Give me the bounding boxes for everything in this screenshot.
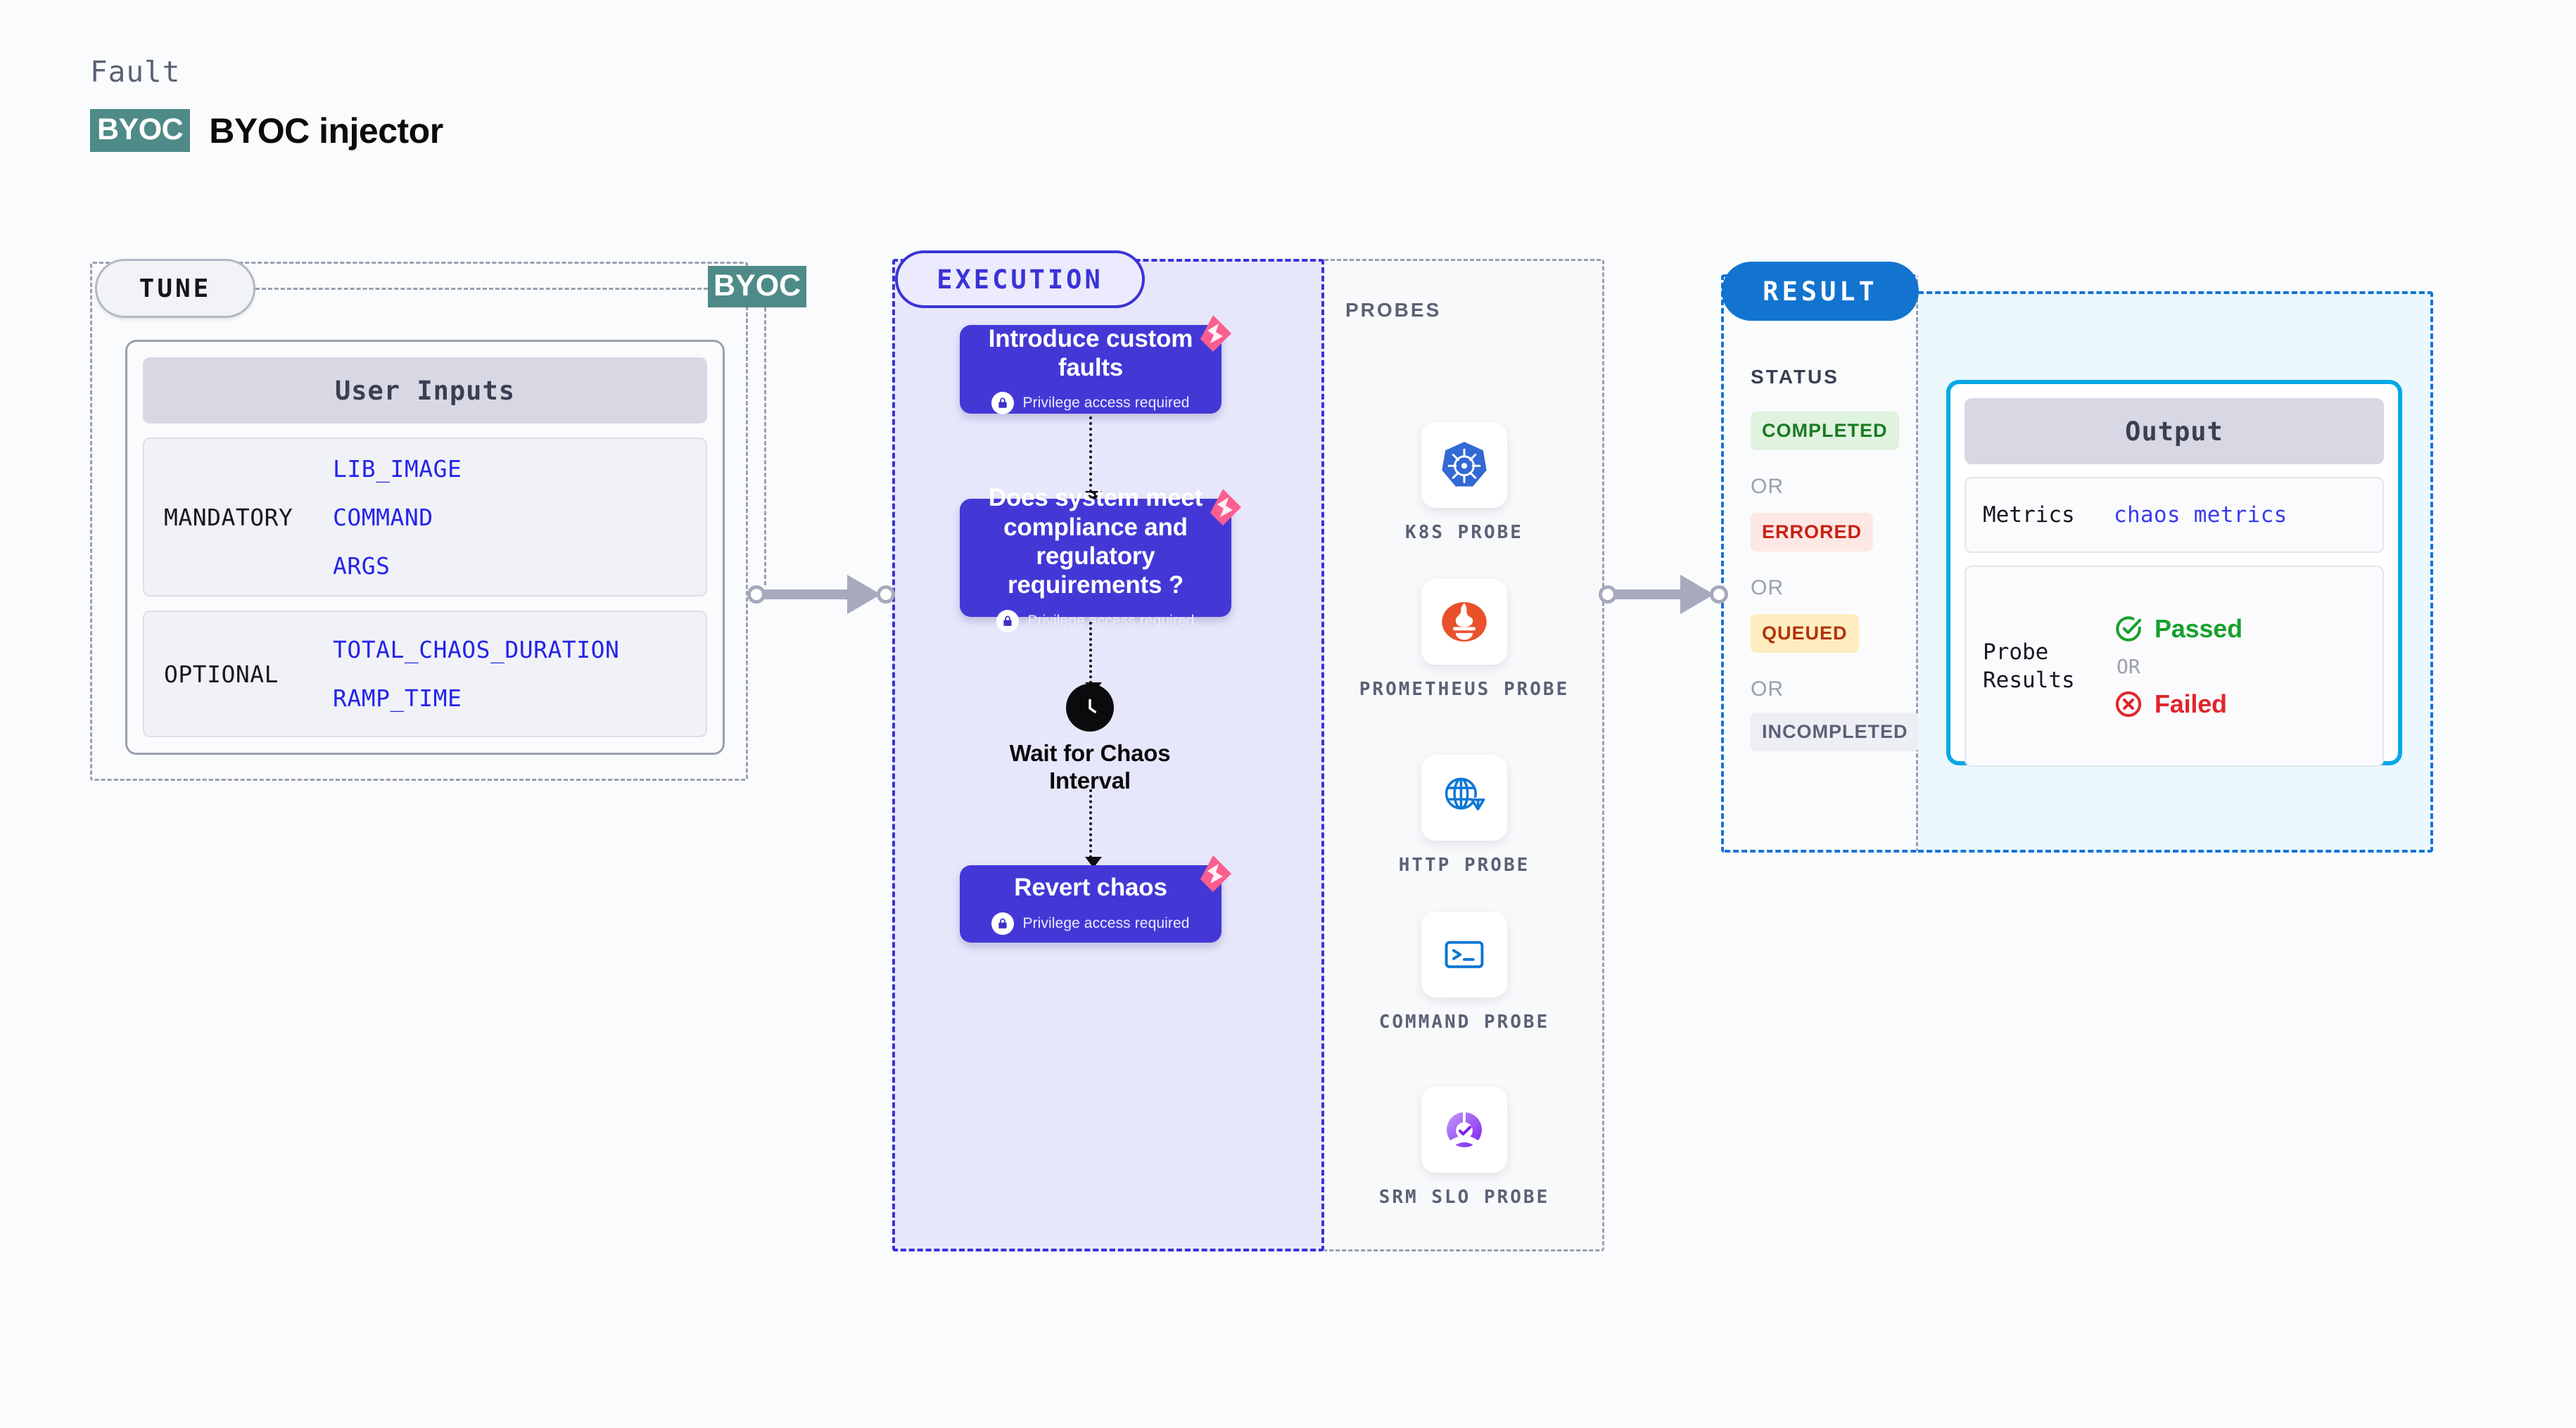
clock-icon [1066,684,1114,732]
connector-end-dot [877,585,895,604]
connector-arrowhead [1680,575,1714,614]
fault-eyebrow-label: Fault [90,55,181,89]
connector-tune-to-execution [747,575,895,614]
param-args[interactable]: ARGS [333,552,391,580]
status-badge-errored: ERRORED [1751,513,1874,552]
output-row-probe-results: Probe Results Passed OR Failed [1965,566,2384,767]
probe-item-prometheus[interactable]: PROMETHEUS PROBE [1359,579,1570,702]
mandatory-param-list: LIB_IMAGE COMMAND ARGS [333,455,462,580]
x-circle-icon [2115,691,2142,717]
failed-label: Failed [2155,689,2227,718]
probe-item-http[interactable]: HTTP PROBE [1359,755,1570,878]
probe-result-failed: Failed [2114,689,2242,719]
user-inputs-title: User Inputs [143,357,707,423]
metrics-key: Metrics [1983,502,2075,528]
lock-icon [996,609,1020,632]
harness-chaos-icon [1210,489,1241,525]
probe-label: K8S PROBE [1405,522,1523,543]
step-title: Introduce custom faults [988,324,1193,381]
step-wait-for-chaos-interval: Wait for Chaos Interval [988,684,1192,795]
execution-panel [892,259,1324,1251]
probe-label: PROMETHEUS PROBE [1359,679,1570,700]
harness-chaos-icon [1200,855,1231,892]
probe-item-command[interactable]: COMMAND PROBE [1359,912,1570,1035]
privilege-note-text: Privilege access required [1027,612,1195,629]
step-title: Revert chaos [1014,874,1167,902]
optional-param-list: TOTAL_CHAOS_DURATION RAMP_TIME [333,636,619,712]
lock-icon [991,392,1015,415]
metrics-value-link[interactable]: chaos metrics [2114,502,2288,528]
mandatory-label: MANDATORY [164,503,293,531]
output-card: Output Metrics chaos metrics Probe Resul… [1946,380,2402,767]
connector-start-dot [1599,585,1617,604]
param-ramp-time[interactable]: RAMP_TIME [333,684,462,712]
flow-arrow-3 [1085,789,1102,868]
harness-chaos-icon [1200,315,1231,352]
flow-arrow-2 [1085,622,1102,694]
probe-results-key: Probe Results [1983,639,2075,693]
status-badge-completed: COMPLETED [1751,412,1899,450]
probe-label: SRM SLO PROBE [1378,1187,1550,1208]
status-or-separator: OR [1751,576,1784,599]
status-title: STATUS [1751,366,1839,388]
privilege-note-row: Privilege access required [991,392,1190,415]
lock-icon [991,912,1015,935]
probe-label: COMMAND PROBE [1378,1012,1550,1033]
probe-result-or: OR [2117,654,2140,678]
optional-label: OPTIONAL [164,660,279,688]
privilege-note-text: Privilege access required [1022,914,1190,931]
probe-label: HTTP PROBE [1398,855,1530,876]
connector-start-dot [747,585,766,604]
status-or-separator: OR [1751,475,1784,498]
execution-stage-pill[interactable]: EXECUTION [895,250,1145,308]
connector-end-dot [1710,585,1728,604]
connector-bar [1614,589,1687,599]
result-stage-pill[interactable]: RESULT [1722,262,1919,321]
srm-slo-icon [1421,1087,1507,1173]
probes-title: PROBES [1345,299,1442,321]
output-row-metrics: Metrics chaos metrics [1965,477,2384,553]
status-or-separator: OR [1751,677,1784,701]
terminal-icon [1421,912,1507,997]
param-command[interactable]: COMMAND [333,503,433,531]
mandatory-params-block: MANDATORY LIB_IMAGE COMMAND ARGS [143,438,707,597]
step-card-introduce-custom-faults[interactable]: Introduce custom faults Privilege access… [960,315,1231,415]
probe-result-passed: Passed [2114,614,2242,644]
optional-params-block: OPTIONAL TOTAL_CHAOS_DURATION RAMP_TIME [143,611,707,737]
kubernetes-icon [1421,422,1507,508]
page-title: BYOC injector [209,110,443,151]
page-title-row: BYOC BYOC injector [90,109,443,152]
tune-stage-pill[interactable]: TUNE [95,259,255,318]
byoc-badge: BYOC [90,109,191,152]
connector-bar [763,589,854,599]
flow-arrow-1 [1085,416,1102,502]
connector-execution-to-result [1599,575,1728,614]
param-total-chaos-duration[interactable]: TOTAL_CHAOS_DURATION [333,636,620,663]
step-card-revert-chaos[interactable]: Revert chaos Privilege access required [960,855,1231,943]
privilege-note-row: Privilege access required [991,912,1189,935]
param-lib-image[interactable]: LIB_IMAGE [333,454,462,483]
check-circle-icon [2116,616,2142,642]
wait-label: Wait for Chaos Interval [1009,740,1171,793]
probe-item-k8s[interactable]: K8S PROBE [1359,422,1570,545]
passed-label: Passed [2155,613,2242,643]
user-inputs-card: User Inputs MANDATORY LIB_IMAGE COMMAND … [125,340,725,755]
tune-connector-line [255,288,708,290]
status-badge-queued: QUEUED [1751,614,1859,653]
privilege-note-row: Privilege access required [996,609,1195,632]
step-title: Does system meet compliance and regulato… [988,484,1203,599]
probe-item-srm-slo[interactable]: SRM SLO PROBE [1359,1087,1570,1210]
status-badge-incompleted: INCOMPLETED [1751,713,1920,751]
probe-results-values: Passed OR Failed [2114,614,2242,719]
byoc-connector-stem [764,307,766,585]
connector-arrowhead [847,575,881,614]
tune-panel [90,262,748,781]
prometheus-icon [1421,579,1507,665]
step-card-compliance-check[interactable]: Does system meet compliance and regulato… [960,484,1241,632]
byoc-tag: BYOC [708,266,807,307]
result-panel [1721,274,1918,853]
http-globe-warning-icon [1421,755,1507,841]
output-title: Output [1965,398,2384,464]
privilege-note-text: Privilege access required [1022,395,1190,412]
